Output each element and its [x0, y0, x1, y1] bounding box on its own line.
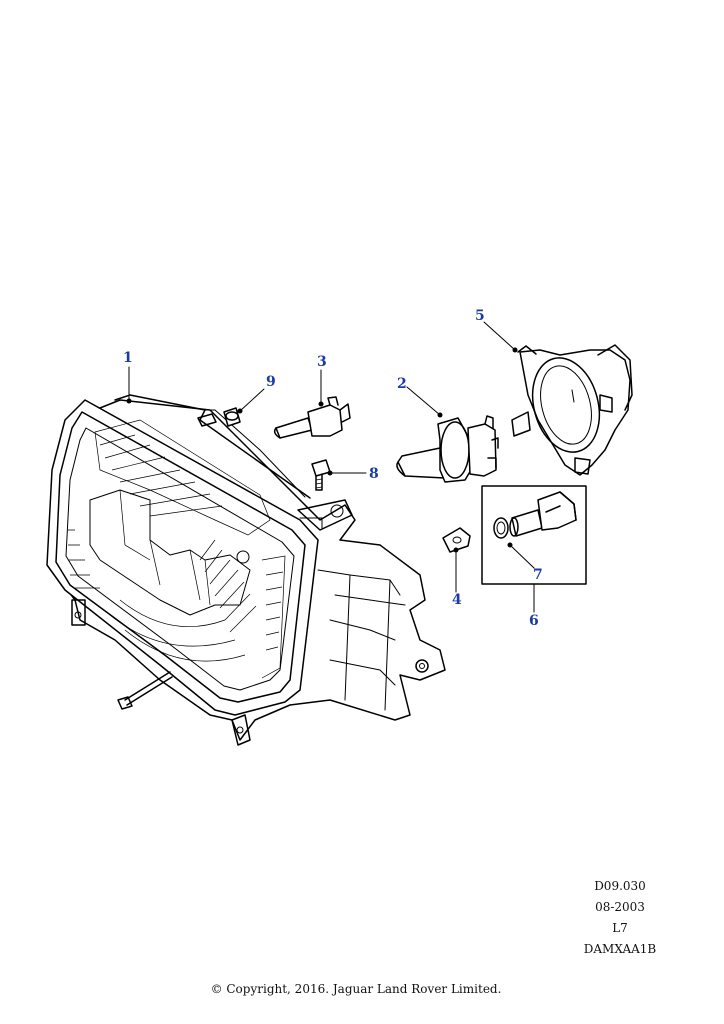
callout-9: 9	[266, 374, 276, 390]
cover-part-5	[511, 344, 633, 476]
reference-block: D09.030 08-2003 L7 DAMXAA1B	[560, 876, 680, 960]
copyright-notice: © Copyright, 2016. Jaguar Land Rover Lim…	[210, 982, 502, 996]
callout-3: 3	[317, 354, 327, 370]
leader-lines	[126, 321, 535, 613]
reference-level: L7	[612, 921, 628, 935]
callout-4: 4	[452, 592, 462, 608]
callout-7: 7	[533, 567, 543, 583]
clip-part-4	[442, 527, 471, 553]
callout-5: 5	[475, 308, 485, 324]
bulb-part-2	[396, 415, 499, 483]
callout-1: 1	[123, 350, 133, 366]
reference-code: D09.030	[594, 879, 646, 893]
sidelamp-holder-part-7	[493, 491, 577, 539]
callout-6: 6	[529, 613, 539, 629]
illustration-id: DAMXAA1B	[583, 942, 657, 956]
screw-part-8	[311, 459, 331, 491]
callout-8: 8	[369, 466, 379, 482]
reference-date: 08-2003	[595, 900, 645, 914]
fastener-part-9	[223, 407, 241, 427]
bulb-holder-part-3	[273, 396, 351, 439]
headlamp-assembly	[46, 394, 446, 746]
callout-2: 2	[397, 376, 407, 392]
